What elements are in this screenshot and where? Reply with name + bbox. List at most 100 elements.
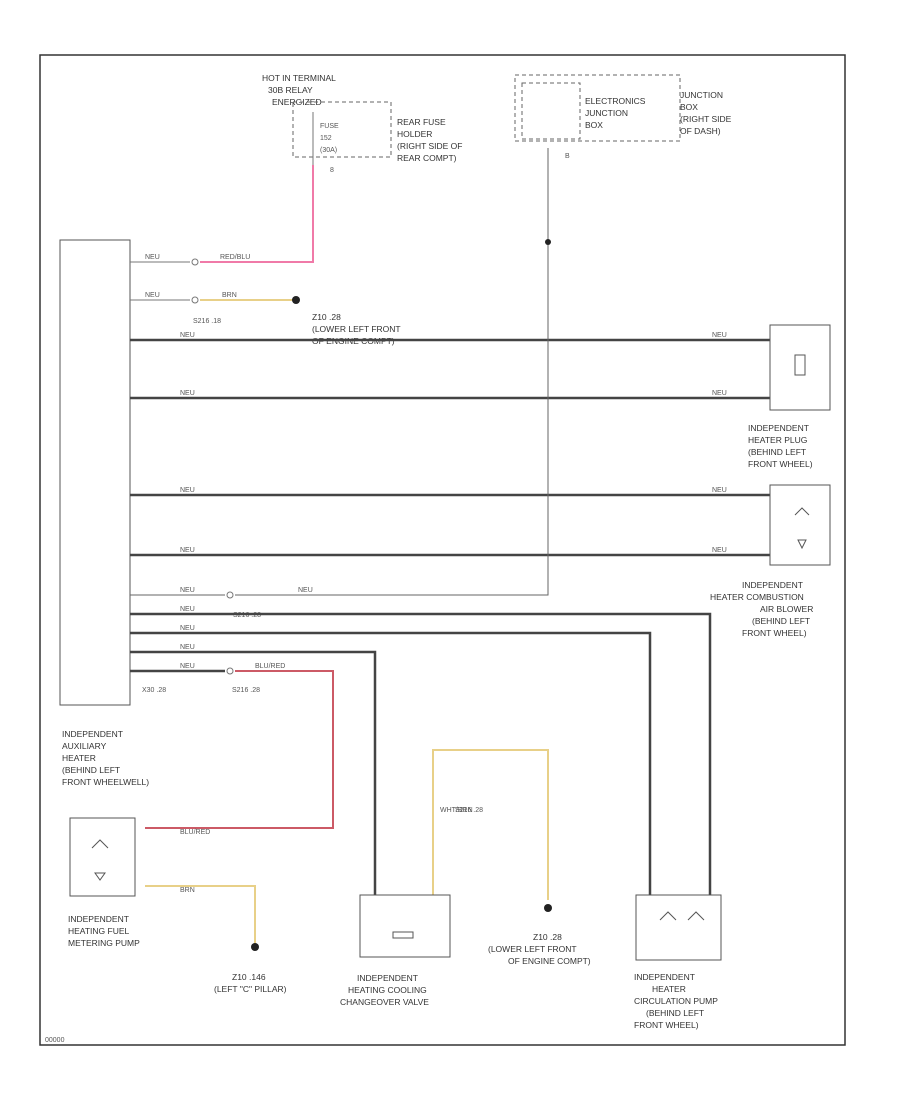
svg-text:INDEPENDENT: INDEPENDENT (748, 423, 809, 433)
wire-label-neu-2: NEU (145, 292, 160, 299)
svg-text:HEATER PLUG: HEATER PLUG (748, 435, 807, 445)
wire-blu-red[interactable] (145, 670, 334, 829)
splice-label-3: S216 .28 (232, 687, 260, 694)
svg-text:HEATER COMBUSTION: HEATER COMBUSTION (710, 592, 804, 602)
splice-label-2: S216 .28 (233, 612, 261, 619)
wire-label-neu-9: NEU (712, 487, 727, 494)
wire-label-neu-10: NEU (712, 547, 727, 554)
ground-point-lower (544, 904, 552, 912)
aux-heater-box[interactable] (59, 239, 131, 706)
svg-text:INDEPENDENT: INDEPENDENT (357, 973, 418, 983)
connector-4 (226, 667, 234, 675)
svg-text:Z10 .28: Z10 .28 (312, 312, 341, 322)
wire-label-brn-lower: BRN (180, 887, 195, 894)
svg-text:OF DASH): OF DASH) (680, 126, 721, 136)
svg-text:OF ENGINE COMPT): OF ENGINE COMPT) (508, 956, 591, 966)
svg-text:(LEFT "C" PILLAR): (LEFT "C" PILLAR) (214, 984, 287, 994)
svg-text:JUNCTION: JUNCTION (680, 90, 723, 100)
svg-text:AIR BLOWER: AIR BLOWER (760, 604, 813, 614)
wire-label-neu-4: NEU (180, 390, 195, 397)
svg-text:(RIGHT SIDE OF: (RIGHT SIDE OF (397, 141, 463, 151)
heater-plug-label: INDEPENDENT HEATER PLUG (BEHIND LEFT FRO… (748, 423, 813, 469)
svg-text:CHANGEOVER VALVE: CHANGEOVER VALVE (340, 997, 429, 1007)
svg-text:FRONT WHEEL): FRONT WHEEL) (742, 628, 807, 638)
splice-label-1: S216 .18 (193, 318, 221, 325)
fuse-pin-number: 8 (330, 167, 334, 174)
blower-symbol (794, 507, 810, 550)
connector-label: X30 .28 (142, 687, 166, 694)
electronics-box-label: ELECTRONICS JUNCTION BOX (585, 96, 646, 130)
connector-3 (226, 591, 234, 599)
wire-circ-pump-2[interactable] (130, 631, 652, 895)
svg-text:30B RELAY: 30B RELAY (268, 85, 313, 95)
svg-text:(LOWER LEFT FRONT: (LOWER LEFT FRONT (312, 324, 401, 334)
svg-text:JUNCTION: JUNCTION (585, 108, 628, 118)
fuel-pump-box[interactable] (69, 817, 136, 897)
svg-text:FUSE: FUSE (320, 123, 339, 130)
fuse-holder-label: REAR FUSE HOLDER (RIGHT SIDE OF REAR COM… (397, 117, 463, 163)
svg-text:INDEPENDENT: INDEPENDENT (62, 729, 123, 739)
junction-pin-number: B (565, 153, 570, 160)
wire-valve-2[interactable] (432, 749, 549, 900)
circ-pump-label: INDEPENDENT HEATER CIRCULATION PUMP (BEH… (634, 972, 718, 1030)
wire-red-blu-fuse[interactable] (200, 165, 314, 263)
ground-label-lower: Z10 .28 (LOWER LEFT FRONT OF ENGINE COMP… (488, 932, 591, 966)
svg-text:INDEPENDENT: INDEPENDENT (68, 914, 129, 924)
svg-text:(BEHIND LEFT: (BEHIND LEFT (646, 1008, 704, 1018)
wire-label-neu-15: NEU (180, 644, 195, 651)
junction-box-outer[interactable] (514, 74, 681, 142)
fuel-pump-label: INDEPENDENT HEATING FUEL METERING PUMP (68, 914, 140, 948)
svg-text:HEATER: HEATER (652, 984, 686, 994)
svg-text:CIRCULATION PUMP: CIRCULATION PUMP (634, 996, 718, 1006)
fuse-pin-label: FUSE 152 (30A) (320, 123, 339, 154)
electronics-box-inner[interactable] (521, 82, 581, 140)
svg-text:Z10 .28: Z10 .28 (533, 932, 562, 942)
wire-brn-lower[interactable] (145, 885, 256, 945)
fuse-holder-box[interactable] (292, 101, 392, 158)
svg-text:BOX: BOX (680, 102, 698, 112)
splice-label-4: S216 .28 (455, 807, 483, 814)
svg-text:REAR COMPT): REAR COMPT) (397, 153, 457, 163)
junction-box-label: JUNCTION BOX (RIGHT SIDE OF DASH) (680, 90, 732, 136)
wire-label-neu-13: NEU (180, 606, 195, 613)
heater-plug-box[interactable] (769, 324, 831, 411)
wire-valve-1[interactable] (130, 650, 377, 895)
heater-plug-symbol (794, 354, 806, 376)
wire-label-blu-red-1: BLU/RED (255, 663, 285, 670)
wire-junction-feed[interactable] (235, 148, 549, 596)
wire-label-neu-14: NEU (180, 625, 195, 632)
svg-text:(LOWER LEFT FRONT: (LOWER LEFT FRONT (488, 944, 577, 954)
svg-text:INDEPENDENT: INDEPENDENT (634, 972, 695, 982)
svg-text:FRONT WHEELWELL): FRONT WHEELWELL) (62, 777, 149, 787)
fuel-pump-symbol (91, 839, 109, 881)
diagram-frame (39, 54, 846, 1046)
wire-circ-pump-1[interactable] (130, 612, 712, 895)
wire-label-neu-8: NEU (180, 547, 195, 554)
svg-text:(RIGHT SIDE: (RIGHT SIDE (680, 114, 732, 124)
svg-text:152: 152 (320, 135, 332, 142)
blower-label: INDEPENDENT HEATER COMBUSTION AIR BLOWER… (710, 580, 813, 638)
aux-heater-label: INDEPENDENT AUXILIARY HEATER (BEHIND LEF… (62, 729, 149, 787)
svg-text:HEATING FUEL: HEATING FUEL (68, 926, 130, 936)
wire-label-neu-7: NEU (180, 487, 195, 494)
wire-label-neu-1: NEU (145, 254, 160, 261)
ground-point-pillar (251, 943, 259, 951)
svg-text:INDEPENDENT: INDEPENDENT (742, 580, 803, 590)
svg-text:Z10 .146: Z10 .146 (232, 972, 266, 982)
svg-text:(BEHIND LEFT: (BEHIND LEFT (62, 765, 120, 775)
wire-label-neu-5: NEU (712, 332, 727, 339)
svg-text:BOX: BOX (585, 120, 603, 130)
svg-text:ELECTRONICS: ELECTRONICS (585, 96, 646, 106)
valve-box[interactable] (359, 894, 451, 958)
svg-text:REAR FUSE: REAR FUSE (397, 117, 446, 127)
wire-label-neu-11: NEU (180, 587, 195, 594)
wire-label-blu-red-2: BLU/RED (180, 829, 210, 836)
svg-text:HEATER: HEATER (62, 753, 96, 763)
svg-text:(BEHIND LEFT: (BEHIND LEFT (752, 616, 810, 626)
svg-text:FRONT WHEEL): FRONT WHEEL) (748, 459, 813, 469)
svg-text:HEATING COOLING: HEATING COOLING (348, 985, 427, 995)
blower-box[interactable] (769, 484, 831, 566)
circ-pump-box[interactable] (635, 894, 722, 961)
wire-label-neu-12: NEU (298, 587, 313, 594)
